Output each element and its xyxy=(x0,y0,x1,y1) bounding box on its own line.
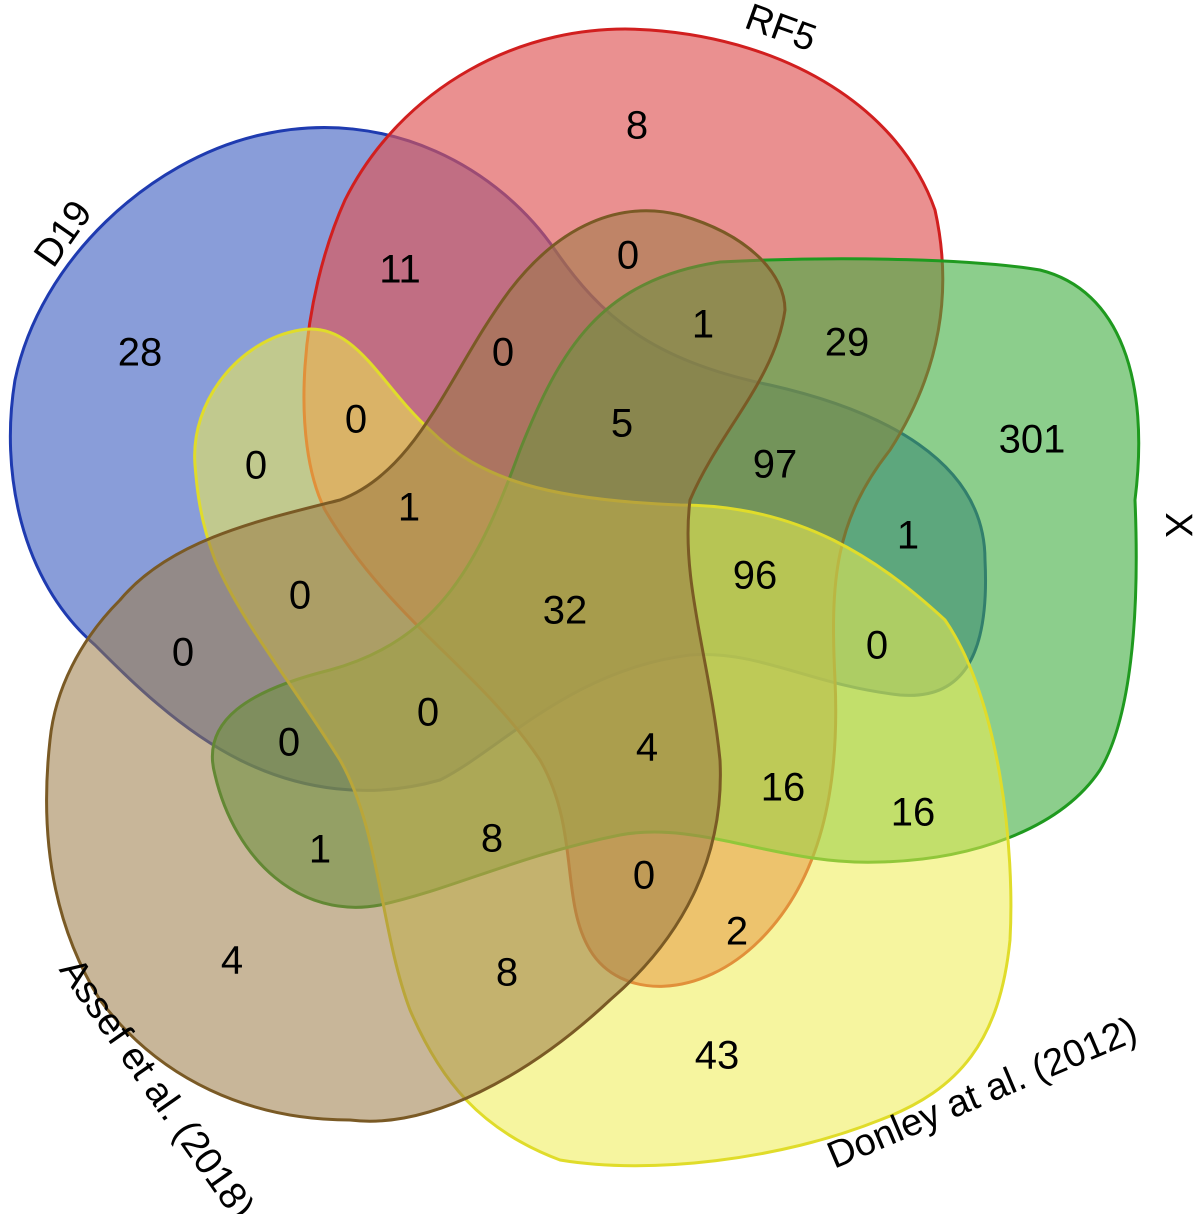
count-rf5-donley: 2 xyxy=(726,910,748,954)
count-d19-only: 28 xyxy=(118,331,163,375)
count-rf5-x-donley-assef: 4 xyxy=(636,726,658,770)
count-d19-rf5-x-assef: 5 xyxy=(611,402,633,446)
count-d19-rf5-x: 97 xyxy=(753,443,798,487)
count-d19-rf5-donley-assef: 1 xyxy=(398,486,420,530)
count-d19-x: 1 xyxy=(897,514,919,558)
count-rf5-assef: 0 xyxy=(617,234,639,278)
count-donley-assef: 8 xyxy=(496,951,518,995)
count-d19-rf5-donley: 0 xyxy=(345,398,367,442)
count-d19-rf5-assef: 0 xyxy=(492,331,514,375)
count-rf5-donley-assef: 0 xyxy=(633,854,655,898)
count-x-only: 301 xyxy=(999,418,1066,462)
count-x-donley-assef: 8 xyxy=(481,817,503,861)
count-d19-x-donley: 0 xyxy=(866,624,888,668)
count-d19-rf5: 11 xyxy=(379,248,421,292)
count-d19-donley: 0 xyxy=(245,444,267,488)
count-d19-assef: 0 xyxy=(172,631,194,675)
label-x: X xyxy=(1157,512,1199,537)
count-all-five: 32 xyxy=(543,589,588,633)
count-assef-only: 4 xyxy=(221,939,243,983)
count-d19-donley-assef: 0 xyxy=(289,574,311,618)
count-d19-x-assef: 0 xyxy=(278,721,300,765)
count-x-assef: 1 xyxy=(309,828,331,872)
count-x-donley: 16 xyxy=(891,791,936,835)
count-rf5-only: 8 xyxy=(626,104,648,148)
count-d19-x-donley-assef: 0 xyxy=(417,691,439,735)
count-d19-rf5-x-donley: 96 xyxy=(733,554,778,598)
count-rf5-x-assef: 1 xyxy=(692,303,714,347)
count-rf5-x: 29 xyxy=(825,321,870,365)
set-assef-shape xyxy=(45,209,787,1123)
count-rf5-x-donley: 16 xyxy=(761,766,806,810)
count-donley-only: 43 xyxy=(695,1034,740,1078)
